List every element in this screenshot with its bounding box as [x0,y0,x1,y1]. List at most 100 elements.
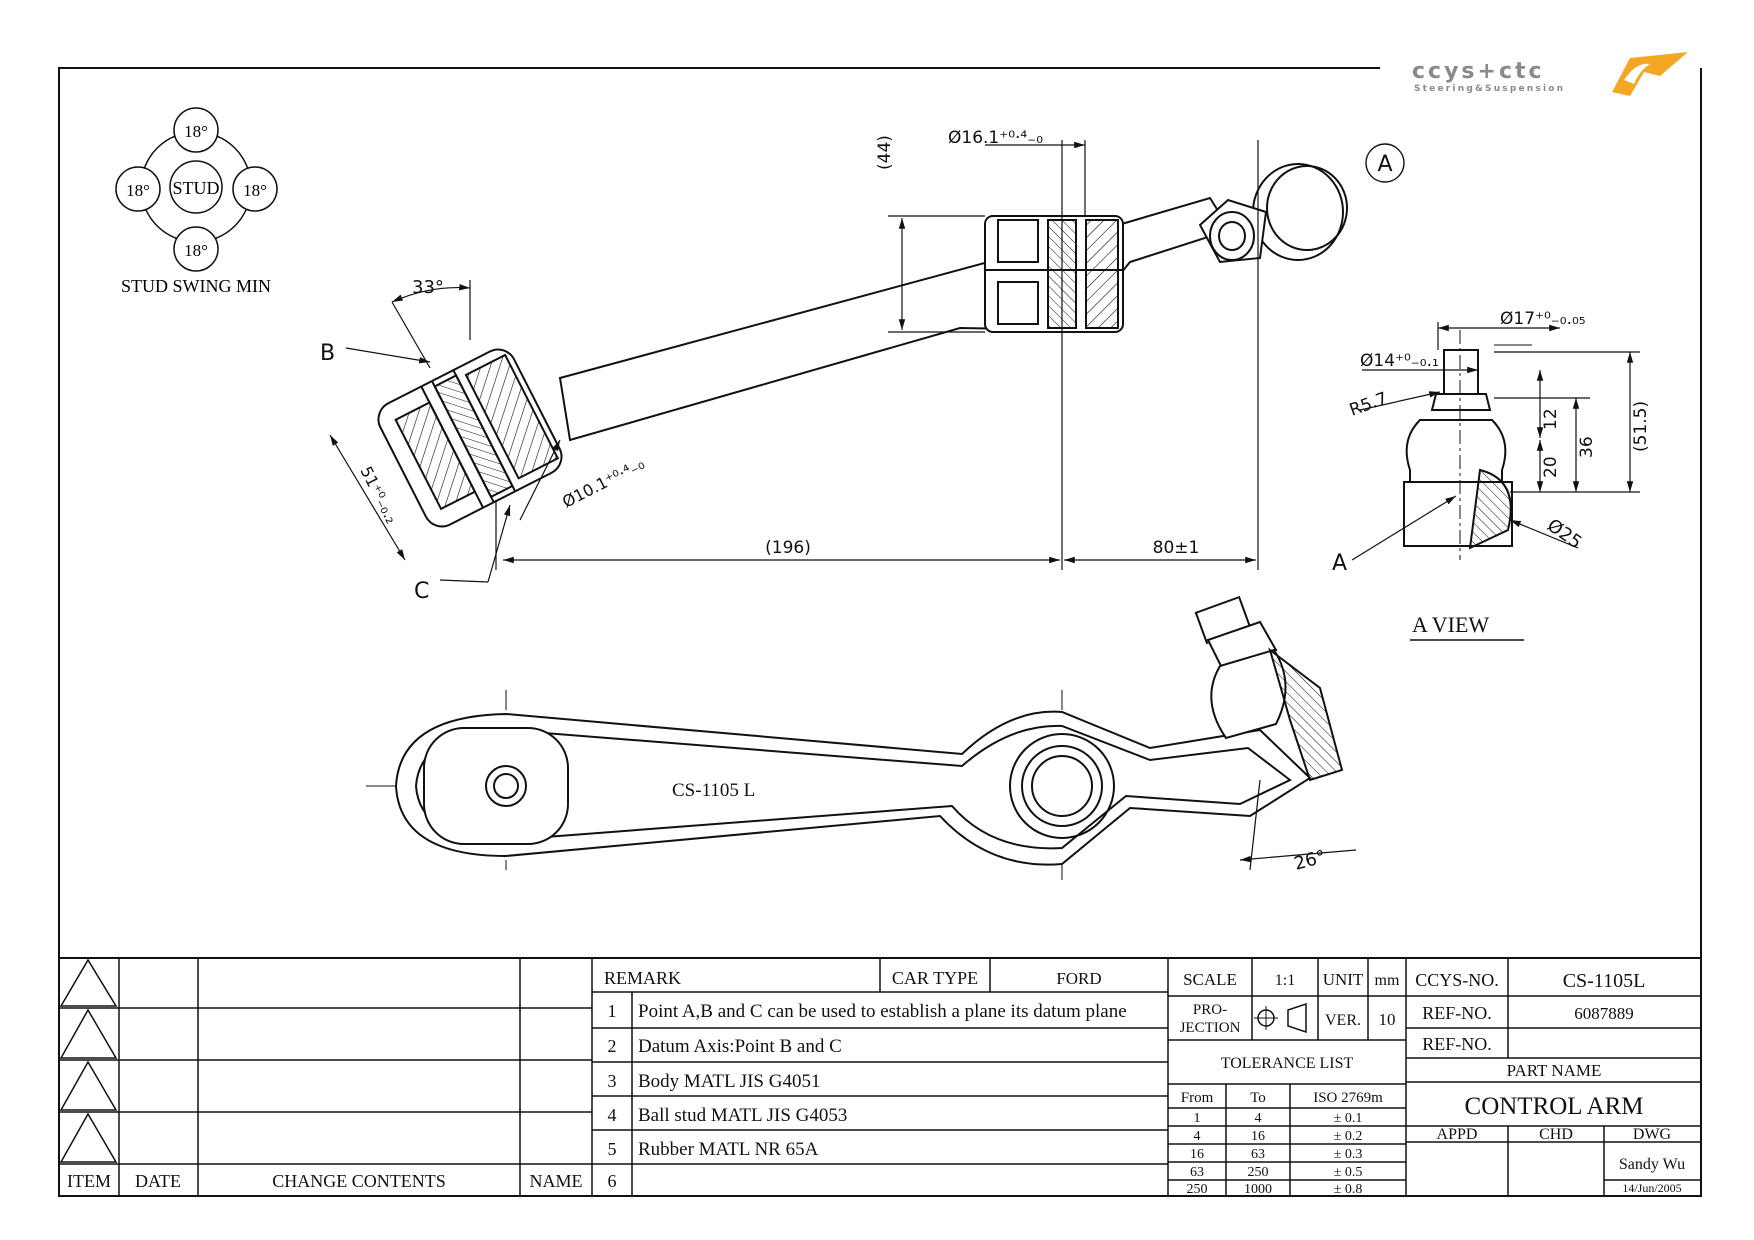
company-logo: ccys+ctc Steering&Suspension [1412,52,1688,96]
dim-h44: (44) [875,135,895,170]
dim-angle26: 26° [1292,846,1328,875]
tol-row5-from: 250 [1187,1182,1208,1197]
dwg-name: Sandy Wu [1619,1156,1685,1173]
unit-value: mm [1375,972,1400,989]
remark-text-3: Body MATL JIS G4051 [638,1071,820,1092]
dim-d16: Ø16.1⁺⁰·⁴₋₀ [948,128,1043,148]
dim-len196: (196) [765,538,811,558]
remark-num-3: 3 [608,1071,617,1091]
point-c-label: C [414,579,429,604]
top-view-dimensions [329,140,1259,583]
ver-value: 10 [1379,1010,1396,1029]
stud-swing-diagram: STUD 18° 18° 18° 18° STUD SWING MIN [115,107,278,296]
tol-row5-to: 1000 [1244,1182,1272,1197]
dim-d101: Ø10.1⁺⁰·⁴₋₀ [559,454,647,512]
tol-row2-val: ± 0.2 [1334,1129,1363,1144]
a-view-dimensions [1351,322,1640,561]
car-type-label: CAR TYPE [892,968,978,988]
chd-label: CHD [1539,1126,1573,1143]
ref-no-label-2: REF-NO. [1422,1034,1492,1054]
logo-swoosh-icon [1612,52,1688,96]
dim-d25: Ø25 [1543,515,1585,553]
logo-tagline: Steering&Suspension [1414,84,1565,94]
dim-h515: (51.5) [1631,401,1651,452]
rev-header-item: ITEM [67,1171,111,1191]
ccys-no-value: CS-1105L [1563,970,1646,992]
tol-row1-from: 1 [1194,1111,1201,1126]
remark-num-1: 1 [608,1001,617,1021]
remark-num-2: 2 [608,1036,617,1056]
dim-angle33: 33° [412,277,444,298]
tol-row4-to: 250 [1248,1165,1269,1180]
remark-title: REMARK [604,968,681,988]
stud-angle-left: 18° [126,181,150,200]
part-name-label: PART NAME [1507,1061,1602,1080]
dwg-date: 14/Jun/2005 [1622,1181,1681,1195]
tol-row1-to: 4 [1255,1111,1262,1126]
stud-angle-right: 18° [243,181,267,200]
top-view-arm [377,163,1348,528]
tol-row3-val: ± 0.3 [1334,1147,1363,1162]
remark-num-4: 4 [608,1105,617,1125]
projection-label-1: PRO- [1193,1002,1227,1018]
remark-text-2: Datum Axis:Point B and C [638,1036,842,1057]
tol-row5-val: ± 0.8 [1334,1182,1363,1197]
rev-header-name: NAME [530,1171,583,1191]
remark-text-5: Rubber MATL NR 65A [638,1139,819,1160]
tol-header-iso: ISO 2769m [1313,1090,1383,1106]
ref-no-value: 6087889 [1574,1004,1634,1023]
unit-label: UNIT [1323,970,1364,989]
tol-header-to: To [1250,1090,1266,1106]
front-view-arm [366,595,1357,880]
dim-h12: 12 [1541,408,1561,430]
projection-label-2: JECTION [1180,1020,1241,1036]
stud-center-circle [169,160,223,214]
scale-value: 1:1 [1275,972,1295,989]
title-block [58,957,1702,1197]
tolerance-title: TOLERANCE LIST [1221,1055,1354,1072]
title-block-text: ITEM DATE CHANGE CONTENTS NAME REMARK CA… [67,968,1685,1197]
stud-center-label: STUD [172,178,219,198]
logo-brand: ccys+ctc [1412,59,1545,84]
dim-r57: R5.7 [1347,389,1390,421]
tol-row2-from: 4 [1194,1129,1201,1144]
part-label: CS-1105 L [672,780,755,801]
tol-row4-val: ± 0.5 [1334,1165,1363,1180]
dim-h36: 36 [1577,436,1597,458]
remark-num-6: 6 [608,1171,617,1191]
scale-label: SCALE [1183,970,1237,989]
remark-text-4: Ball stud MATL JIS G4053 [638,1105,847,1126]
stud-angle-bottom: 18° [184,241,208,260]
tol-row4-from: 63 [1190,1165,1204,1180]
dwg-label: DWG [1633,1126,1672,1143]
point-a-circle [1365,143,1405,183]
dim-len80: 80±1 [1153,538,1200,558]
tol-row3-to: 63 [1251,1147,1265,1162]
appd-label: APPD [1437,1126,1478,1143]
a-view-ball-stud [1403,330,1532,560]
tol-header-from: From [1181,1090,1214,1106]
remark-num-5: 5 [608,1139,617,1159]
dim-d14: Ø14⁺⁰₋₀.₁ [1360,351,1439,371]
remark-text-1: Point A,B and C can be used to establish… [638,1001,1127,1022]
stud-angle-top: 18° [184,122,208,141]
point-b-label: B [320,341,335,366]
ccys-no-label: CCYS-NO. [1415,970,1499,990]
ref-no-label: REF-NO. [1422,1003,1492,1023]
part-name-value: CONTROL ARM [1465,1093,1644,1120]
dim-d17: Ø17⁺⁰₋₀.₀₅ [1500,309,1586,329]
point-a-label: A [1332,551,1347,576]
a-view-label: A VIEW [1412,612,1489,637]
ver-label: VER. [1325,1012,1361,1029]
rev-header-change: CHANGE CONTENTS [272,1171,446,1191]
tol-row3-from: 16 [1190,1147,1204,1162]
stud-swing-caption: STUD SWING MIN [121,276,271,296]
rev-header-date: DATE [135,1171,181,1191]
dim-h20: 20 [1541,456,1561,478]
tol-row2-to: 16 [1251,1129,1265,1144]
front-view-labels: CS-1105 L 26° [672,780,1328,875]
tol-row1-val: ± 0.1 [1334,1111,1363,1126]
car-type-value: FORD [1056,969,1101,988]
point-a-circle-label: A [1377,152,1392,177]
